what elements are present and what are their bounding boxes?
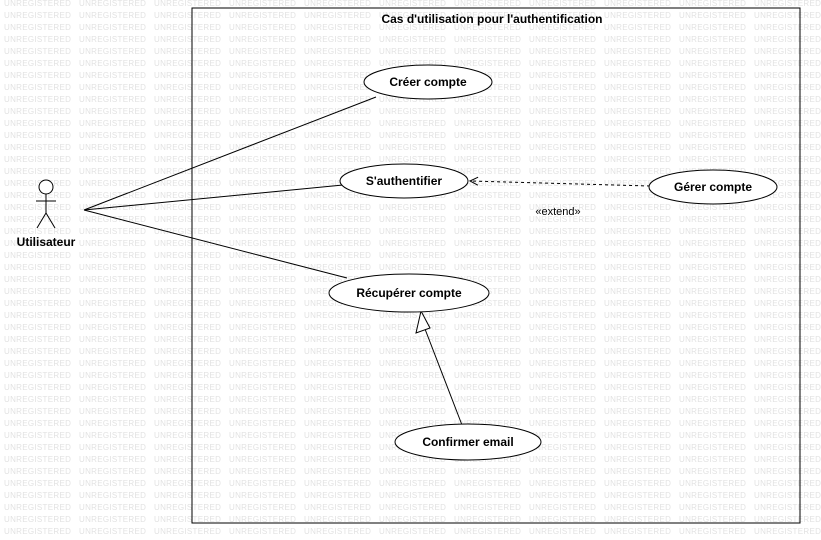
generalization-line[interactable] xyxy=(424,328,463,426)
system-title: Cas d'utilisation pour l'authentificatio… xyxy=(381,12,602,26)
association-auth[interactable] xyxy=(83,184,344,211)
use-case-label: Créer compte xyxy=(389,75,467,89)
use-case-authentifier[interactable]: S'authentifier xyxy=(339,163,469,199)
extend-relationship[interactable] xyxy=(470,181,651,187)
system-boundary[interactable] xyxy=(191,7,801,524)
use-case-label: Récupérer compte xyxy=(356,286,462,300)
association-recuperer[interactable] xyxy=(83,209,348,279)
actor-label: Utilisateur xyxy=(17,235,76,249)
use-case-confirmer-email[interactable]: Confirmer email xyxy=(394,423,542,461)
actor-utilisateur[interactable]: Utilisateur xyxy=(17,179,76,249)
use-case-gerer-compte[interactable]: Gérer compte xyxy=(648,169,778,205)
use-case-label: S'authentifier xyxy=(366,174,443,188)
actor-left-leg xyxy=(36,212,47,229)
use-case-label: Confirmer email xyxy=(422,435,513,449)
use-case-creer-compte[interactable]: Créer compte xyxy=(363,64,493,100)
generalization-arrowhead xyxy=(415,309,431,334)
use-case-label: Gérer compte xyxy=(674,180,752,194)
extend-label: «extend» xyxy=(535,206,580,218)
association-creer[interactable] xyxy=(83,96,377,211)
actor-right-leg xyxy=(45,212,56,229)
actor-head xyxy=(38,179,54,195)
use-case-recuperer-compte[interactable]: Récupérer compte xyxy=(328,273,490,313)
